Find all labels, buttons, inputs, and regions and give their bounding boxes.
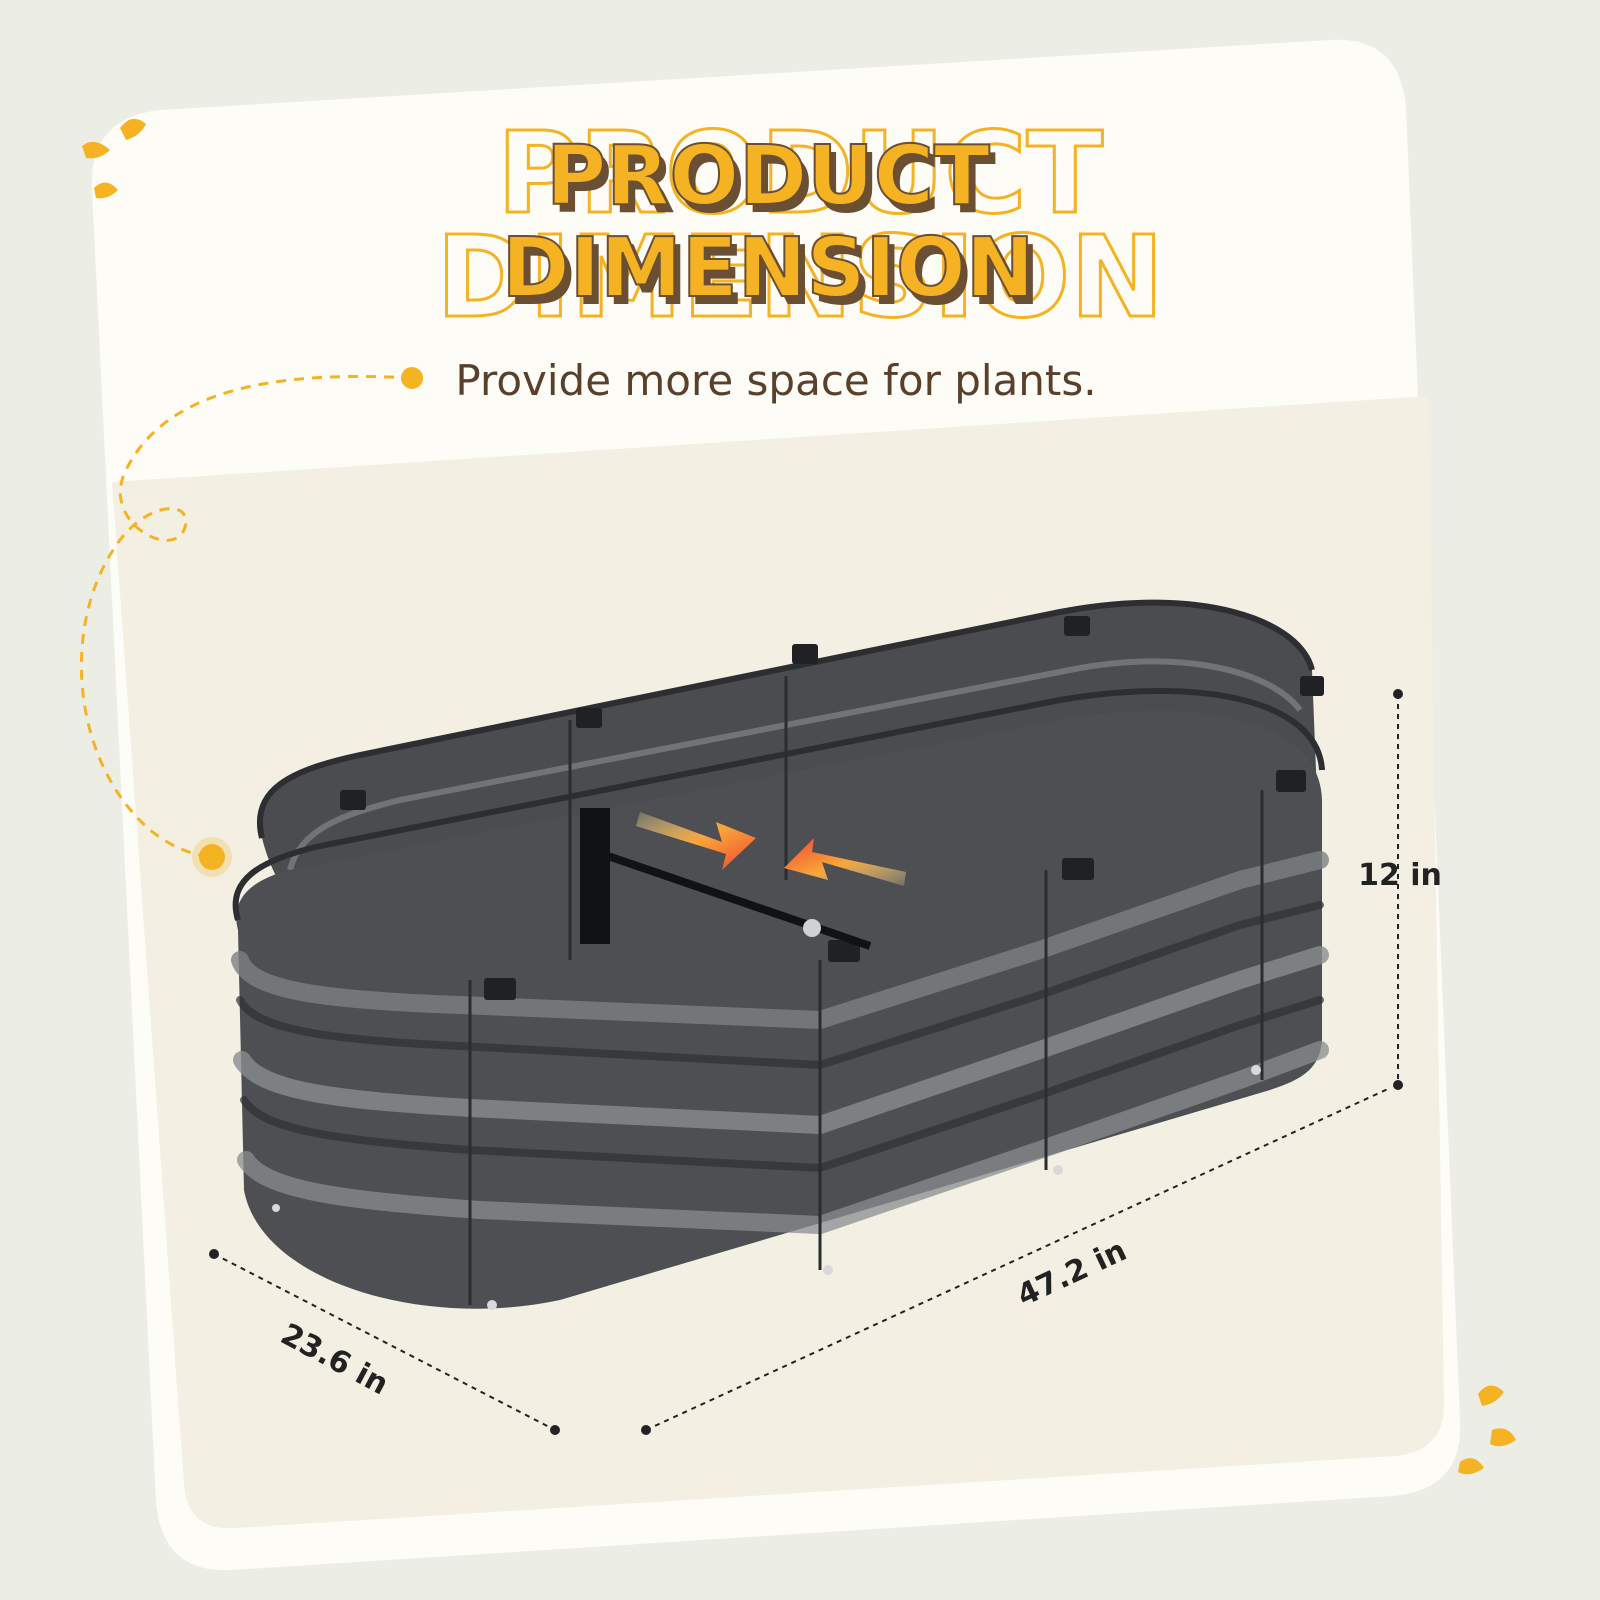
garden-bed-image	[231, 599, 1329, 1310]
splash-icon	[82, 118, 146, 199]
headline-outline: PRODUCT DIMENSION	[435, 108, 1166, 345]
push-arrow-icon	[784, 838, 906, 886]
dot-marker	[199, 844, 225, 870]
headline-outline-line2: DIMENSION	[436, 213, 1164, 343]
push-arrow-icon	[636, 812, 756, 870]
headline-outline-line1: PRODUCT	[497, 109, 1103, 239]
dimension-height: 12 in	[1358, 689, 1442, 1090]
headline-shadow: PRODUCT DIMENSION	[508, 137, 1041, 324]
headline: PRODUCT DIMENSION	[501, 128, 1036, 317]
splash-icon	[1458, 1385, 1516, 1475]
support-brace	[580, 808, 872, 950]
dot-marker	[401, 367, 423, 389]
headline-line2: DIMENSION	[502, 221, 1035, 316]
height-label: 12 in	[1358, 858, 1442, 893]
headline-shadow-line1: PRODUCT	[552, 137, 996, 232]
decorative-dashed-path	[79, 374, 413, 859]
headline-shadow-line2: DIMENSION	[508, 229, 1041, 324]
subtitle: Provide more space for plants.	[455, 356, 1096, 405]
headline-line1: PRODUCT	[546, 129, 990, 224]
